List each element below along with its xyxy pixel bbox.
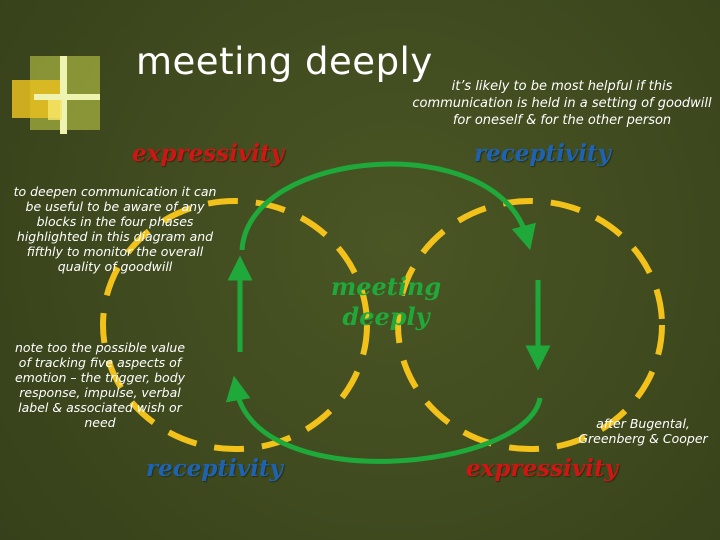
top-arc-arrow	[239, 161, 536, 251]
bottom-arc-arrow	[225, 375, 543, 464]
label-expressivity-bottom: expressivity	[466, 455, 618, 482]
credit-note: after Bugental, Greenberg & Cooper	[578, 416, 708, 446]
center-label-line2: deeply	[342, 302, 430, 331]
left-loop-dashed-circle	[100, 198, 370, 452]
label-receptivity-top: receptivity	[474, 140, 611, 167]
note-emotion-aspects: note too the possible value of tracking …	[14, 340, 186, 430]
slide-subtitle: it’s likely to be most helpful if this c…	[412, 79, 712, 128]
decorative-logo	[12, 56, 100, 134]
label-receptivity-bottom: receptivity	[146, 455, 283, 482]
note-blocks-goodwill: to deepen communication it can be useful…	[13, 184, 217, 274]
slide-title: meeting deeply	[136, 40, 433, 83]
center-label: meeting deeply	[308, 272, 464, 332]
label-expressivity-top: expressivity	[132, 140, 284, 167]
center-label-line1: meeting	[330, 272, 442, 301]
right-loop-dashed-circle	[395, 198, 665, 452]
